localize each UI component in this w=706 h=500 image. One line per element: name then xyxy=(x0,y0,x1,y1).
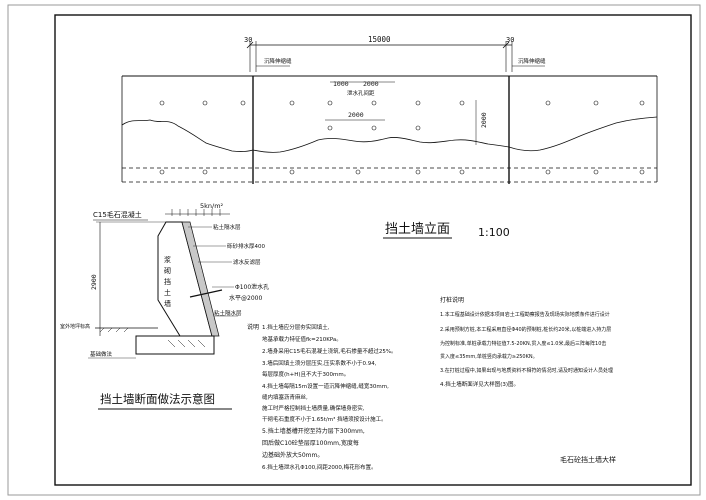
section-labels: 粘土隔水层 砾砂排水厚400 滤水反滤层 Φ100泄水孔 水平@2000 粘土隔… xyxy=(188,223,269,317)
dim-label-left: 30 xyxy=(244,36,252,44)
section-label-1: 粘土隔水层 xyxy=(213,223,241,231)
notes-left-line-1: 1.挡土墙应分层夯实回填土, xyxy=(262,323,330,331)
notes-left-line-12: 边基础外放大50mm。 xyxy=(262,451,323,459)
notes-right: 打桩说明 1.本工程基础设计依据本项目岩土工程勘察报告及现场实际地质条件进行设计… xyxy=(440,296,616,464)
drawing-border xyxy=(54,14,692,486)
drain-hole-label: 泄水孔间距 xyxy=(347,89,375,97)
elevation-title: 挡土墙立面 xyxy=(385,222,450,237)
dim-label-right: 30 xyxy=(506,36,514,44)
drain-hole xyxy=(202,169,208,175)
joint-label-left: 沉降伸缩缝 xyxy=(264,57,292,65)
outer-frame xyxy=(7,4,701,496)
elevation-scale: 1:100 xyxy=(478,226,510,239)
dim-label-2000-top: 2000 xyxy=(363,80,379,88)
drain-hole xyxy=(459,169,465,175)
notes-left-line-10: 5.挡土墙基槽开挖至持力层下300mm, xyxy=(262,427,365,435)
wall-text-3: 挡 xyxy=(164,277,171,286)
notes-left-line-13: 6.挡土墙泄水孔Φ100,间距2000,梅花形布置。 xyxy=(262,463,377,471)
drain-hole xyxy=(289,169,295,175)
drain-holes xyxy=(159,100,645,175)
elevation-view: 30 15000 30 沉降伸缩缝 沉降伸缩缝 1000 2000 泄水孔间距 … xyxy=(121,35,658,239)
drain-hole xyxy=(159,169,165,175)
notes-left-line-4: 3.墙后回填土须分层压实,压实系数不小于0.94, xyxy=(262,359,377,367)
drain-hole xyxy=(415,100,421,106)
notes-left-line-5: 每层厚度(h+H)且不大于300mm。 xyxy=(262,370,349,378)
notes-right-line-3: 为控制标准,单桩承载力特征值7.5-20KN,贯入度≤1.0米,最后三阵每阵10… xyxy=(440,340,606,347)
section-view: C15毛石混凝土 5kn/m² 2900 浆 砌 挡 土 墙 xyxy=(60,202,269,410)
notes-right-line-4: 贯入度≤35mm,单桩竖向承载力≥250KN。 xyxy=(440,353,538,360)
wall-text-4: 土 xyxy=(164,288,171,297)
dim-tick xyxy=(502,41,510,49)
wall-text-1: 浆 xyxy=(164,255,171,264)
wall-text-5: 墙 xyxy=(164,299,171,308)
drain-hole xyxy=(289,100,295,106)
drain-hole xyxy=(371,125,377,131)
ground-label: 室外地坪标高 xyxy=(60,323,90,330)
section-label-6: 粘土隔水层 xyxy=(214,309,242,317)
load-arrows xyxy=(171,209,221,216)
notes-right-line-6: 4.挡土墙断面详见大样图(3)图。 xyxy=(440,380,519,388)
notes-right-heading: 打桩说明 xyxy=(440,296,464,304)
drain-hole xyxy=(545,169,551,175)
dim-label-2000-vertical: 2000 xyxy=(480,112,488,128)
drain-pipe xyxy=(189,289,223,298)
notes-right-line-5: 3.在打桩过程中,如果出现与地质资料不相符的情况时,请及时通知设计人员处理 xyxy=(440,367,613,374)
wall-text-2: 砌 xyxy=(164,267,171,275)
notes-left: 说明 1.挡土墙应分层夯实回填土, 地基承载力特征值fk=210KPa。 2.墙… xyxy=(247,323,397,471)
section-label-2: 砾砂排水厚400 xyxy=(227,242,265,250)
ground-hatch xyxy=(99,327,206,348)
footing xyxy=(135,335,215,355)
drain-hole xyxy=(415,169,421,175)
section-title: 挡土墙断面做法示意图 xyxy=(100,392,215,406)
dim-label-total: 15000 xyxy=(368,35,391,44)
section-label-4: Φ100泄水孔 xyxy=(235,283,269,291)
drain-hole xyxy=(240,100,246,106)
notes-left-line-11: 回后做C10砼垫层厚100mm,宽度每 xyxy=(262,439,359,447)
notes-left-heading: 说明 xyxy=(247,323,259,331)
dim-label-2000-low: 2000 xyxy=(348,111,364,119)
dim-tick xyxy=(246,41,254,49)
joint-label-right: 沉降伸缩缝 xyxy=(518,57,546,65)
foundation-label: 基础做法 xyxy=(90,350,113,358)
drain-hole xyxy=(371,100,377,106)
drain-hole xyxy=(593,169,599,175)
drain-hole xyxy=(327,125,333,131)
drain-hole xyxy=(545,100,551,106)
notes-right-line-1: 1.本工程基础设计依据本项目岩土工程勘察报告及现场实际地质条件进行设计 xyxy=(440,311,610,318)
drain-hole xyxy=(327,100,333,106)
drain-hole xyxy=(593,100,599,106)
drain-hole xyxy=(639,169,645,175)
notes-left-line-6: 4.挡土墙每隔15m设置一道沉降伸缩缝,缝宽30mm, xyxy=(262,382,389,390)
section-load: 5kn/m² xyxy=(200,202,224,210)
drain-hole xyxy=(415,125,421,131)
drain-hole xyxy=(159,100,165,106)
gravel-filter-layer xyxy=(181,221,220,337)
drain-hole xyxy=(202,100,208,106)
notes-right-footer: 毛石砼挡土墙大样 xyxy=(560,455,616,464)
section-label-5: 水平@2000 xyxy=(229,294,262,302)
drain-hole xyxy=(355,169,361,175)
notes-left-line-9: 干砌毛石重度不小于1.65t/m³ 挡墙须按设计施工。 xyxy=(262,415,387,423)
section-material: C15毛石混凝土 xyxy=(93,210,142,219)
dim-label-1000: 1000 xyxy=(333,80,349,88)
section-dim-vertical: 2900 xyxy=(90,274,98,290)
notes-left-line-3: 2.墙身采用C15毛石混凝土浇筑,毛石掺量不超过25%。 xyxy=(262,347,397,355)
section-label-3: 滤水反滤层 xyxy=(233,258,261,266)
notes-left-line-8: 施工时严格控制挡土墙质量,确保墙身密实, xyxy=(262,404,365,412)
drain-hole xyxy=(639,100,645,106)
notes-left-line-2: 地基承载力特征值fk=210KPa。 xyxy=(262,335,342,343)
ground-profile xyxy=(121,116,658,153)
drain-hole xyxy=(459,100,465,106)
notes-right-line-2: 2.采用预制方桩,本工程采用直径Φ40的预制桩,桩长约20米,以桩端进入持力层 xyxy=(440,326,611,333)
notes-left-line-7: 缝内填塞沥青麻丝, xyxy=(262,393,308,401)
